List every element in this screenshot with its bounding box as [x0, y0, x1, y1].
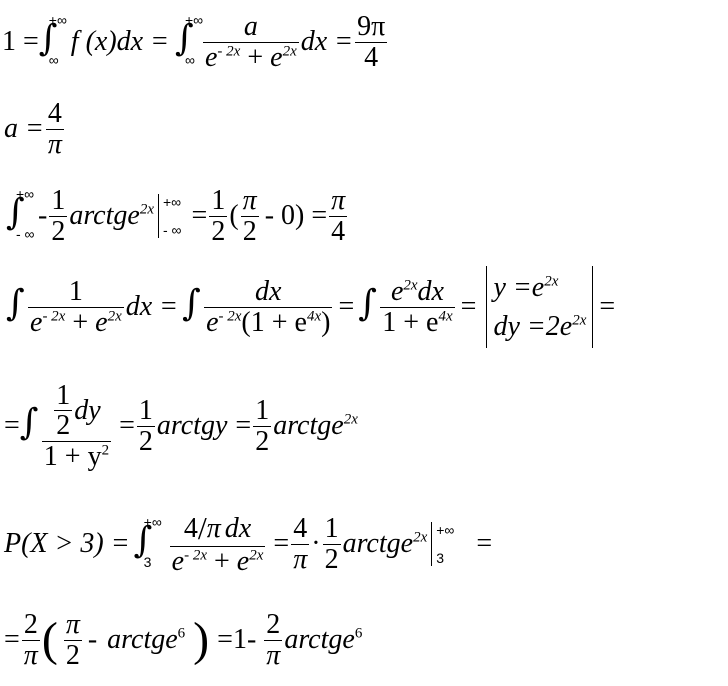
integral-1: ∫ — [6, 283, 25, 324]
substitution: y =e2x dy =2e2x — [486, 265, 594, 349]
integral-2: ∫+∞∞ — [174, 12, 204, 68]
integral: ∫+∞3 — [133, 514, 162, 570]
eval-bar: +∞3 — [431, 522, 454, 566]
dx-eq: dx = — [300, 26, 354, 57]
fraction: a e- 2x + e2x — [202, 11, 299, 73]
lhs: 1 = — [2, 26, 39, 57]
integral: ∫ — [19, 402, 39, 443]
integrand: f (x)dx = — [70, 26, 169, 57]
fraction: 4 π — [45, 98, 64, 160]
lhs: a = — [4, 113, 44, 144]
equation-line-1: 1 = ∫+∞∞ f (x)dx = ∫+∞∞ a e- 2x + e2x dx… — [0, 2, 389, 82]
equation-line-2: a = 4 π — [0, 92, 66, 166]
integral-3: ∫ — [358, 283, 378, 324]
eval-bar: +∞- ∞ — [158, 194, 182, 238]
integral: ∫+∞- ∞ — [6, 186, 35, 242]
equation-line-4: ∫ 1 e- 2x + e2x dx = ∫ dx e- 2x(1 + e4x)… — [0, 262, 615, 352]
function: arctge2x — [69, 200, 154, 231]
integral-2: ∫ — [182, 283, 201, 324]
result: 9π 4 — [355, 11, 388, 73]
integral-1: ∫+∞∞ — [38, 12, 67, 68]
